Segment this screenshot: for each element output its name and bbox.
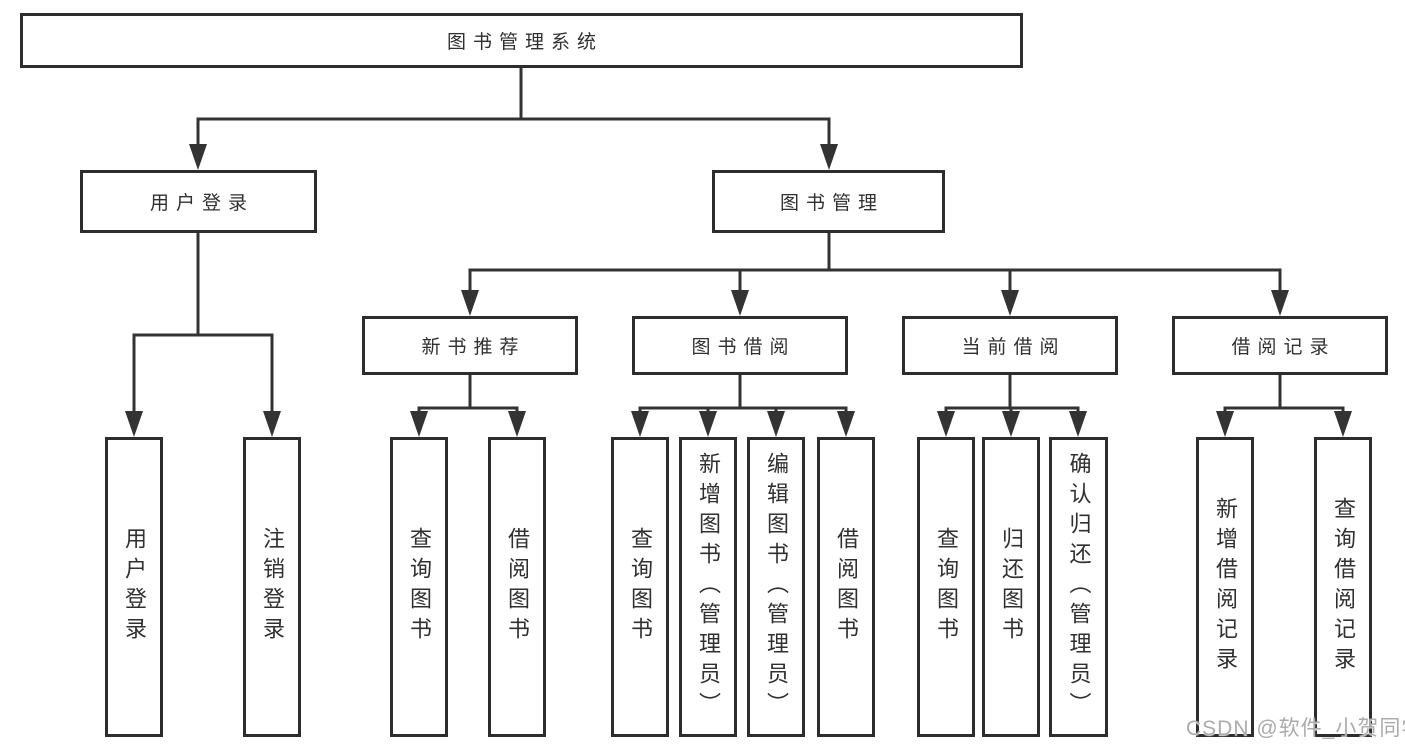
leaf-logout: 注销登录 <box>243 437 301 737</box>
arrowhead <box>1069 411 1087 437</box>
arrowhead <box>1271 290 1289 316</box>
node-label: 借阅图书 <box>834 527 859 647</box>
arrowhead <box>837 411 855 437</box>
arrowhead <box>731 290 749 316</box>
arrowhead <box>189 144 207 170</box>
arrowhead <box>937 411 955 437</box>
leaf-return-book: 归还图书 <box>982 437 1040 737</box>
node-label: 查询图书 <box>628 527 653 647</box>
node-label: 新增图书（管理员） <box>696 452 721 722</box>
node-label: 归还图书 <box>999 527 1024 647</box>
node-book-management: 图书管理 <box>712 170 945 233</box>
arrowhead <box>767 411 785 437</box>
leaf-borrow-books: 借阅图书 <box>817 437 875 737</box>
leaf-edit-book-admin: 编辑图书（管理员） <box>747 437 805 737</box>
arrowhead <box>631 411 649 437</box>
node-label: 查询借阅记录 <box>1331 497 1356 677</box>
leaf-add-book-admin: 新增图书（管理员） <box>679 437 737 737</box>
arrowhead <box>125 411 143 437</box>
arrowhead <box>263 411 281 437</box>
node-library-management-system: 图书管理系统 <box>20 13 1023 68</box>
node-label: 借阅图书 <box>505 527 530 647</box>
leaf-add-borrow-record: 新增借阅记录 <box>1196 437 1254 737</box>
leaf-query-books-current: 查询图书 <box>917 437 975 737</box>
node-label: 当前借阅 <box>961 337 1066 358</box>
arrowhead <box>410 411 428 437</box>
watermark: CSDN @软件_小贺同学 <box>1186 717 1405 740</box>
arrowhead <box>1002 411 1020 437</box>
node-label: 图书借阅 <box>691 337 796 358</box>
arrowhead <box>461 290 479 316</box>
node-label: 新书推荐 <box>421 337 526 358</box>
node-label: 注销登录 <box>260 527 285 647</box>
node-user-login: 用户登录 <box>80 170 317 233</box>
leaf-borrow-books-recommend: 借阅图书 <box>488 437 546 737</box>
arrowheads <box>125 144 1352 437</box>
leaf-query-books-recommend: 查询图书 <box>390 437 448 737</box>
node-label: 查询图书 <box>934 527 959 647</box>
node-label: 用户登录 <box>149 193 254 214</box>
node-current-borrowing: 当前借阅 <box>902 316 1118 375</box>
arrowhead <box>699 411 717 437</box>
node-label: 新增借阅记录 <box>1213 497 1238 677</box>
connector-paths <box>132 66 1345 416</box>
arrowhead <box>1334 411 1352 437</box>
arrowhead <box>508 411 526 437</box>
node-label: 图书管理系统 <box>446 32 603 53</box>
node-label: 编辑图书（管理员） <box>764 452 789 722</box>
node-label: 查询图书 <box>407 527 432 647</box>
node-new-book-recommendation: 新书推荐 <box>362 316 578 375</box>
leaf-query-borrow-record: 查询借阅记录 <box>1314 437 1372 737</box>
node-label: 确认归还（管理员） <box>1066 452 1092 722</box>
leaf-query-books-borrow: 查询图书 <box>611 437 669 737</box>
node-book-borrowing: 图书借阅 <box>632 316 848 375</box>
arrowhead <box>1216 411 1234 437</box>
node-label: 用户登录 <box>122 527 147 647</box>
arrowhead <box>820 144 838 170</box>
leaf-user-login: 用户登录 <box>105 437 163 737</box>
arrowhead <box>1001 290 1019 316</box>
node-borrowing-records: 借阅记录 <box>1172 316 1388 375</box>
leaf-confirm-return-admin: 确认归还（管理员） <box>1049 437 1108 737</box>
node-label: 借阅记录 <box>1231 337 1336 358</box>
node-label: 图书管理 <box>779 193 884 214</box>
